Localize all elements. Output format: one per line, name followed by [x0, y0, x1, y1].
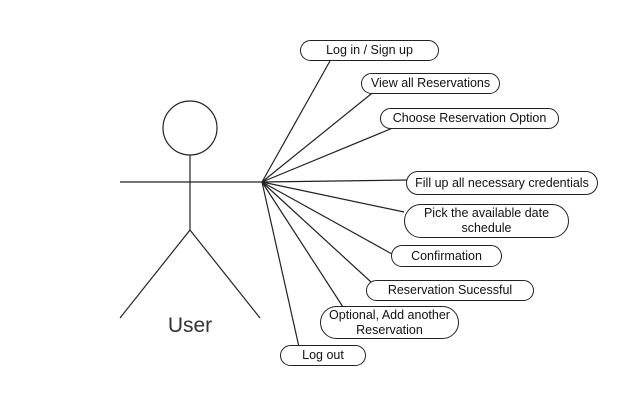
association-line [261, 181, 344, 308]
use-case-pick-date: Pick the available date schedule [404, 204, 569, 238]
association-line [261, 181, 372, 283]
use-case-choose-option: Choose Reservation Option [380, 108, 559, 129]
use-case-fill-credentials: Fill up all necessary credentials [406, 171, 598, 195]
association-line [261, 60, 331, 183]
use-case-add-another: Optional, Add another Reservation [320, 306, 459, 339]
use-case-reservation-successful: Reservation Sucessful [366, 280, 534, 301]
associations [261, 60, 408, 348]
use-case-logout: Log out [280, 345, 366, 366]
association-line [261, 181, 393, 255]
association-line [261, 181, 405, 213]
association-line [261, 89, 377, 183]
use-case-login-signup: Log in / Sign up [300, 40, 439, 61]
actor-label: User [167, 314, 213, 337]
use-case-view-reservations: View all Reservations [361, 73, 500, 94]
actor-left-leg [119, 229, 191, 319]
actor-figure [119, 100, 262, 319]
association-line [261, 124, 401, 183]
association-line [261, 179, 408, 183]
actor-right-leg [189, 229, 261, 319]
use-case-confirmation: Confirmation [391, 245, 502, 267]
association-line [261, 181, 300, 348]
actor-head [162, 100, 218, 156]
